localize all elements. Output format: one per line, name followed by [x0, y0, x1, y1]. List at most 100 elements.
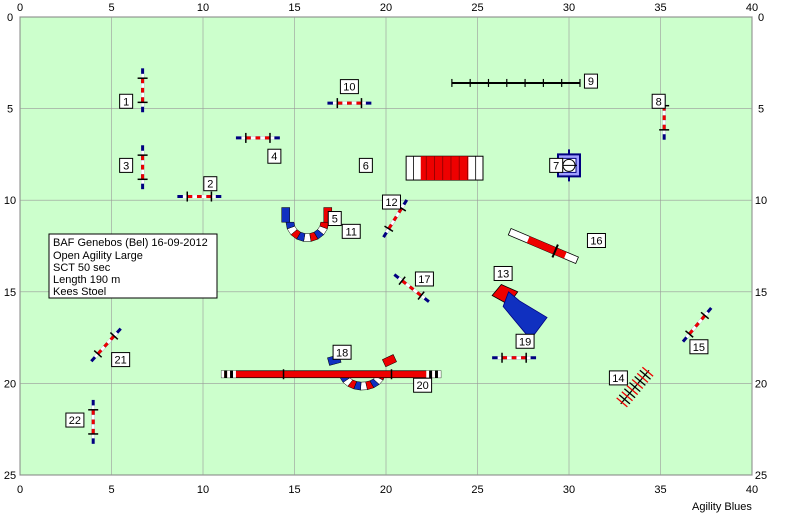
pole-segment: [337, 101, 343, 105]
pole-segment: [356, 101, 362, 105]
label-box: [332, 344, 352, 360]
label-text: 14: [612, 373, 624, 385]
obstacle-number-label: 9: [583, 73, 598, 89]
label-text: 11: [346, 226, 357, 238]
jump-15: [681, 306, 713, 343]
seesaw-16: [507, 227, 579, 265]
obstacle-number-label: 1: [119, 93, 134, 109]
y-tick-left: 10: [4, 195, 16, 207]
pole-segment: [91, 410, 95, 415]
label-box: [689, 339, 709, 355]
pole-segment: [525, 356, 531, 360]
label-text: 9: [588, 76, 594, 88]
pole-segment: [182, 195, 188, 199]
y-tick-left: 0: [7, 12, 13, 24]
pole-segment: [351, 101, 357, 105]
pole-segment: [255, 136, 261, 140]
label-text: 12: [385, 197, 397, 209]
tunnel-end: [281, 207, 290, 223]
label-box: [339, 79, 359, 95]
pole-segment: [141, 174, 145, 179]
y-tick-right: 0: [758, 12, 764, 24]
obstacle-number-label: 2: [203, 176, 218, 192]
seesaw-contact: [526, 236, 567, 259]
obstacle-number-label: 12: [381, 194, 401, 210]
label-box: [414, 271, 434, 287]
label-box: [327, 211, 342, 227]
label-box: [608, 370, 628, 386]
label-box: [65, 412, 85, 428]
obstacle-number-label: 6: [358, 157, 373, 173]
weave-pole: [623, 388, 636, 399]
dogwalk-9: [451, 78, 581, 87]
pole-segment: [211, 195, 216, 199]
label-box: [341, 223, 361, 239]
jump-stand: [417, 291, 425, 300]
pole-segment: [347, 101, 352, 105]
pole-segment: [397, 207, 403, 214]
obstacle-number-label: 21: [111, 352, 131, 368]
label-box: [267, 148, 282, 164]
label-text: 16: [590, 236, 602, 248]
x-tick-top: 10: [197, 2, 209, 14]
dogwalk-plank: [220, 370, 442, 379]
y-tick-right: 5: [758, 104, 764, 116]
obstacle-number-label: 14: [608, 370, 628, 386]
pole-segment: [662, 110, 666, 116]
pole-segment: [662, 115, 666, 121]
label-text: 2: [207, 179, 213, 191]
x-tick-bottom: 5: [108, 484, 114, 496]
x-tick-bottom: 40: [746, 484, 758, 496]
pole-segment: [141, 178, 145, 184]
y-tick-right: 15: [755, 287, 767, 299]
pole-segment: [227, 370, 231, 378]
x-tick-bottom: 30: [563, 484, 575, 496]
label-box: [381, 194, 401, 210]
pole-segment: [91, 433, 95, 439]
pole-segment: [196, 195, 202, 199]
obstacle-number-label: 18: [332, 344, 352, 360]
pole-segment: [141, 83, 145, 88]
pole-segment: [392, 215, 398, 222]
obstacle-number-label: 10: [339, 79, 359, 95]
label-text: 22: [69, 415, 81, 427]
obstacle-number-label: 3: [119, 157, 134, 173]
pole-segment: [141, 150, 145, 156]
pole-segment: [361, 101, 366, 105]
tire-6: [405, 155, 484, 181]
jump-stand: [685, 330, 694, 338]
course-info-line: Open Agility Large: [53, 250, 143, 262]
label-box: [586, 233, 606, 249]
pole-segment: [497, 356, 503, 360]
label-text: 21: [115, 355, 127, 367]
pole-segment: [412, 288, 419, 294]
obstacle-number-label: 17: [414, 271, 434, 287]
weaves-14: [616, 366, 654, 408]
label-box: [549, 157, 564, 173]
pole-segment: [507, 356, 512, 360]
label-box: [515, 333, 535, 349]
label-text: 13: [497, 268, 509, 280]
course-info-line: SCT 50 sec: [53, 262, 111, 274]
obstacle-number-label: 5: [327, 211, 342, 227]
pole-segment: [187, 195, 193, 199]
y-tick-left: 20: [4, 378, 16, 390]
jump-1: [137, 68, 148, 113]
label-text: 8: [656, 96, 662, 108]
pole-segment: [141, 73, 145, 79]
weave-pole: [634, 375, 646, 386]
weave-pole: [629, 382, 641, 393]
obstacle-number-label: 7: [549, 157, 564, 173]
pole-segment: [201, 195, 207, 199]
obstacle-number-label: 4: [267, 148, 282, 164]
x-tick-top: 25: [471, 2, 483, 14]
label-text: 20: [416, 380, 428, 392]
pole-segment: [141, 78, 145, 84]
x-tick-bottom: 0: [17, 484, 23, 496]
jump-22: [88, 399, 99, 444]
pole-segment: [416, 291, 422, 297]
obstacle-number-label: 20: [413, 377, 433, 393]
pole-segment: [390, 219, 396, 226]
pole-segment: [91, 424, 95, 429]
